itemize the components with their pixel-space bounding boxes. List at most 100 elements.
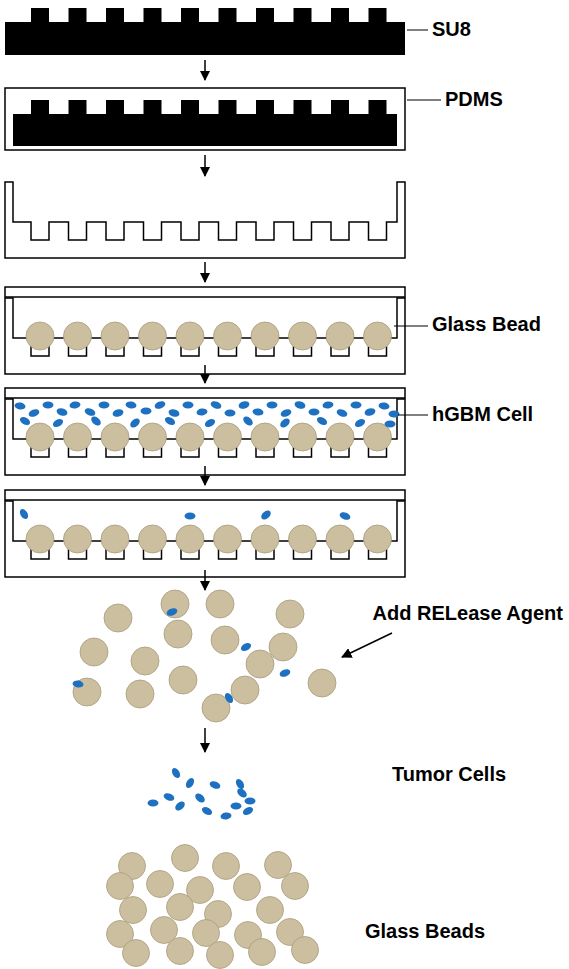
tumor-cell	[14, 402, 26, 411]
glass-bead	[147, 871, 174, 898]
tumor-cell	[163, 792, 176, 802]
tumor-cell	[43, 402, 54, 409]
glass-bead	[161, 590, 189, 618]
stage-label: PDMS	[445, 88, 503, 111]
glass-bead	[139, 525, 167, 553]
glass-bead	[292, 937, 319, 964]
glass-bead	[104, 604, 132, 632]
glass-bead	[257, 897, 284, 924]
glass-bead	[172, 845, 199, 872]
su8-master	[13, 100, 397, 146]
glass-bead	[169, 666, 197, 694]
tumor-cell	[185, 513, 196, 520]
tumor-cell	[112, 408, 124, 418]
step-arrow	[204, 155, 206, 176]
tumor-cell	[141, 408, 152, 415]
glass-bead	[246, 650, 274, 678]
tumor-cell	[279, 417, 292, 429]
glass-bead	[289, 525, 317, 553]
glass-bead	[64, 525, 92, 553]
tumor-cell	[129, 417, 142, 429]
tumor-cell	[260, 509, 273, 521]
glass-bead	[308, 669, 336, 697]
glass-bead	[326, 525, 354, 553]
tumor-cell	[336, 408, 349, 418]
tumor-cell	[28, 408, 41, 418]
tumor-cell	[351, 402, 362, 409]
pdms-mold	[5, 399, 405, 475]
tumor-cell	[236, 787, 249, 799]
stage-label: Glass Bead	[432, 313, 541, 336]
step-arrow	[204, 262, 206, 282]
stage-label: Tumor Cells	[392, 763, 506, 786]
tumor-cell	[223, 691, 235, 704]
tumor-cell	[339, 511, 352, 521]
pdms-layer	[5, 88, 405, 150]
glass-bead	[206, 590, 234, 618]
glass-bead	[214, 322, 242, 350]
leader-line	[407, 30, 428, 31]
tumor-cell	[56, 407, 68, 417]
glass-bead	[211, 626, 239, 654]
stage-label: Glass Beads	[365, 920, 485, 943]
glass-bead	[364, 525, 392, 553]
step-arrow	[204, 570, 206, 590]
glass-bead	[213, 853, 240, 880]
step-arrow	[204, 728, 206, 752]
tumor-cell	[69, 401, 81, 410]
tumor-cell	[99, 402, 110, 409]
tumor-cell	[154, 400, 167, 410]
glass-bead	[126, 680, 154, 708]
step-arrow	[204, 466, 206, 485]
tumor-cell	[170, 766, 182, 779]
glass-bead	[269, 633, 297, 661]
tumor-cell	[322, 401, 334, 410]
tumor-cell	[18, 507, 30, 520]
tumor-cell	[18, 415, 31, 427]
glass-bead	[131, 647, 159, 675]
glass-bead	[123, 940, 150, 967]
glass-bead	[101, 423, 129, 451]
glass-bead	[164, 620, 192, 648]
tumor-cell	[267, 402, 278, 409]
tumor-cell	[200, 805, 213, 817]
glass-bead	[176, 525, 204, 553]
glass-bead	[234, 874, 261, 901]
tumor-cell	[174, 800, 187, 812]
tumor-cell	[220, 812, 232, 821]
stage-label: SU8	[432, 18, 471, 41]
glass-bead	[207, 942, 234, 969]
pdms-mold	[5, 501, 405, 577]
mold-lid	[5, 388, 405, 398]
glass-bead	[120, 897, 147, 924]
tumor-cell	[148, 800, 159, 807]
tumor-cell	[166, 607, 179, 617]
tumor-cell	[364, 407, 376, 417]
tumor-cell	[385, 421, 396, 428]
tumor-cell	[203, 417, 216, 429]
glass-bead	[176, 423, 204, 451]
glass-bead	[364, 322, 392, 350]
glass-bead	[326, 423, 354, 451]
glass-bead	[251, 525, 279, 553]
glass-bead	[251, 423, 279, 451]
glass-bead	[26, 525, 54, 553]
glass-bead	[176, 322, 204, 350]
step-arrow	[204, 365, 206, 383]
glass-bead	[289, 322, 317, 350]
glass-bead	[289, 423, 317, 451]
tumor-cell	[378, 402, 390, 411]
tumor-cell	[238, 400, 250, 410]
glass-bead	[64, 322, 92, 350]
tumor-cell	[194, 792, 207, 804]
tumor-cell	[184, 776, 196, 789]
tumor-cell	[245, 798, 256, 805]
glass-bead	[26, 423, 54, 451]
tumor-cell	[84, 407, 97, 417]
stage-label: Add RELease Agent	[373, 602, 563, 625]
tumor-cell	[279, 668, 292, 678]
pdms-mold	[5, 182, 405, 258]
glass-bead	[249, 939, 276, 966]
tumor-cell	[163, 415, 176, 427]
glass-bead	[231, 676, 259, 704]
